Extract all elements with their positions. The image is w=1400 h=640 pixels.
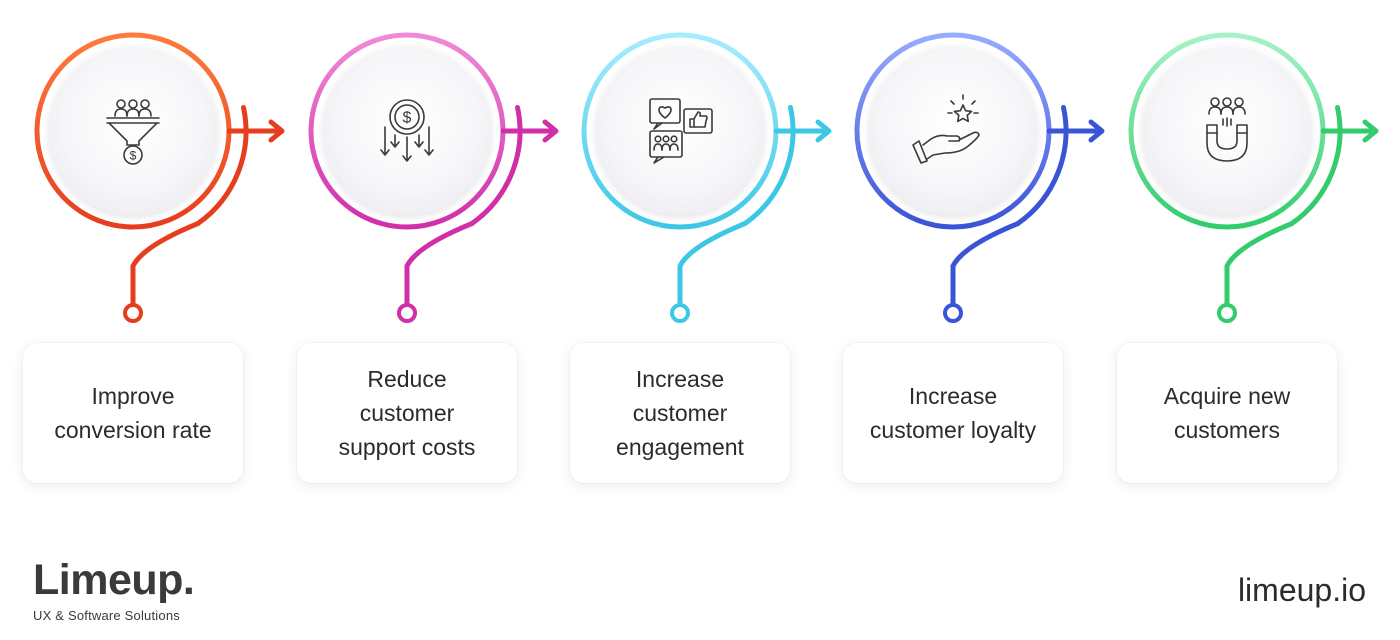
step-disc: [869, 47, 1037, 215]
connector-line: [950, 221, 1021, 307]
step-card: Increase customer engagement: [570, 343, 790, 483]
step-card: Reduce customer support costs: [297, 343, 517, 483]
step-2: $: [308, 32, 559, 323]
connector-line: [677, 221, 748, 307]
hand-star-icon: [912, 94, 980, 164]
dollar-down-arrows-icon: $: [380, 99, 434, 162]
step-4: [854, 32, 1105, 323]
step-card: Improve conversion rate: [23, 343, 243, 483]
brand-name: Limeup.: [33, 556, 195, 604]
step-label: Acquire new customers: [1163, 383, 1291, 443]
outer-arc: [469, 105, 523, 227]
arrow-right-icon: [773, 119, 832, 143]
step-3: [581, 32, 832, 323]
step-disc: [49, 47, 217, 215]
step-label: Reduce customer support costs: [338, 366, 476, 460]
step-label: Increase customer engagement: [616, 366, 744, 460]
site-url[interactable]: limeup.io: [1237, 572, 1366, 608]
arrow-right-icon: [1320, 119, 1379, 143]
connector-pin: [1217, 303, 1237, 323]
outer-arc: [195, 105, 249, 227]
outer-arc: [1015, 105, 1069, 227]
connector-line: [130, 221, 201, 307]
connector-pin: [670, 303, 690, 323]
magnet-people-icon: [1206, 97, 1248, 162]
brand-tagline: UX & Software Solutions: [33, 608, 180, 623]
arrow-right-icon: [226, 119, 285, 143]
funnel-coin-icon: $: [106, 99, 160, 165]
arrow-right-icon: [1046, 119, 1105, 143]
step-1: $: [34, 32, 285, 323]
brand-logo: Limeup. UX & Software Solutions: [33, 556, 195, 623]
outer-arc: [742, 105, 796, 227]
svg-text:$: $: [403, 110, 412, 127]
step-5: [1128, 32, 1379, 323]
step-disc: [323, 47, 491, 215]
svg-text:$: $: [130, 149, 137, 163]
outer-arc: [1289, 105, 1343, 227]
connector-pin: [943, 303, 963, 323]
connector-line: [404, 221, 475, 307]
step-card: Acquire new customers: [1117, 343, 1337, 483]
step-label: Increase customer loyalty: [869, 383, 1037, 443]
step-disc: [1143, 47, 1311, 215]
social-reactions-icon: [649, 98, 713, 164]
step-card: Increase customer loyalty: [843, 343, 1063, 483]
arrow-right-icon: [500, 119, 559, 143]
connector-line: [1224, 221, 1295, 307]
connector-pin: [397, 303, 417, 323]
connector-pin: [123, 303, 143, 323]
step-label: Improve conversion rate: [54, 383, 212, 443]
